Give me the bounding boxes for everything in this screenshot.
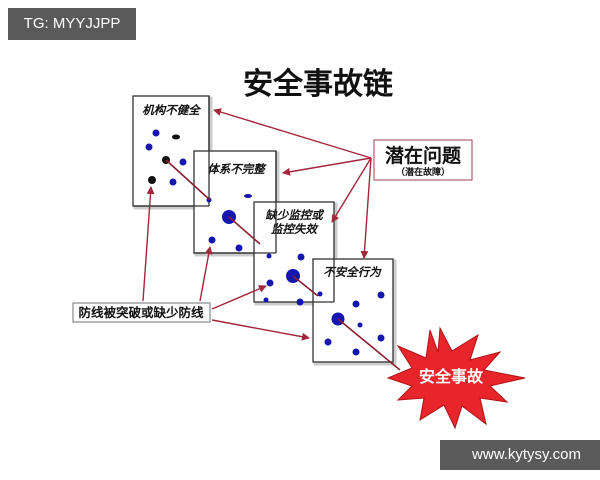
card-label-line1: 缺少监控或: [265, 208, 325, 222]
hole-dot: [377, 334, 385, 342]
watermark-top-left: TG: MYYJJPP: [8, 8, 136, 40]
defense-line-arrows: [142, 186, 310, 341]
hole-dot: [324, 338, 332, 346]
hole-dot: [145, 143, 153, 151]
hole-dot: [377, 291, 385, 299]
hole-dot: [152, 129, 160, 137]
defense-line-box: 防线被突破或缺少防线: [72, 302, 211, 323]
hole-dot: [263, 297, 269, 303]
hole-dot: [244, 194, 252, 198]
diagram-title: 安全事故链: [243, 67, 393, 102]
latent-problem-box: 潜在问题 （潜在故障）: [373, 139, 473, 181]
hole-dot: [266, 279, 274, 287]
card-label: 机构不健全: [142, 103, 201, 117]
hole-dot: [352, 300, 360, 308]
card-label: 体系不完整: [207, 162, 267, 176]
card-unsafe-behavior: 不安全行为: [312, 258, 397, 366]
hole-dot: [296, 298, 304, 306]
watermark-bottom-right: www.kytysy.com: [440, 440, 600, 470]
hole-dot: [169, 178, 177, 186]
hole-dot: [172, 134, 180, 140]
hole-dot: [357, 322, 363, 328]
latent-problem-label: 潜在问题: [385, 144, 461, 167]
hole-dot: [352, 348, 360, 356]
latent-problem-sub-label: （潜在故障）: [396, 166, 450, 178]
hole-dot: [297, 253, 305, 261]
hole-dot: [179, 158, 187, 166]
latent-problem-arrows: [213, 108, 372, 259]
hole-dot: [235, 244, 243, 252]
hole-dot: [148, 176, 156, 184]
accident-burst: 安全事故: [386, 326, 526, 430]
card-label: 不安全行为: [323, 265, 382, 279]
card-label-line2: 监控失效: [271, 222, 319, 236]
defense-line-label: 防线被突破或缺少防线: [78, 305, 204, 320]
hole-dot: [208, 236, 216, 244]
accident-trajectory: [165, 159, 401, 371]
accident-label: 安全事故: [419, 367, 484, 386]
